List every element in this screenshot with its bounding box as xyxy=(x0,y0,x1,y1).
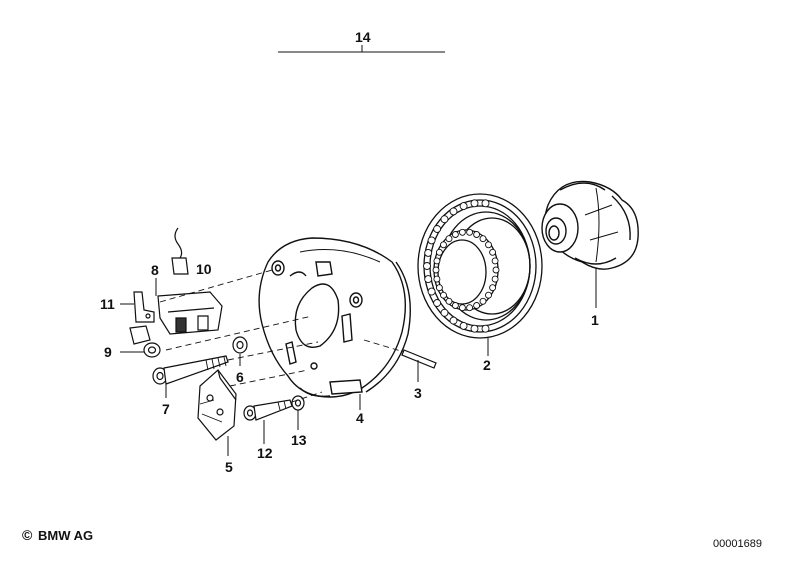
stator-tooth xyxy=(451,231,459,238)
stator-tooth xyxy=(445,235,453,243)
stator-tooth xyxy=(458,304,466,312)
callout-1: 1 xyxy=(591,312,599,328)
copyright-text: BMW AG xyxy=(38,528,94,543)
spring-clip-part-11 xyxy=(133,291,155,323)
stator-tooth xyxy=(485,291,492,299)
brush-holder-part-8 xyxy=(157,291,223,335)
stator-tooth xyxy=(433,257,441,265)
callout-6: 6 xyxy=(236,369,244,385)
callout-11: 11 xyxy=(100,296,115,312)
fan-hub-part-1 xyxy=(541,180,639,270)
stator-outer-tooth xyxy=(440,215,449,224)
stator-tooth xyxy=(458,228,466,236)
stator-outer-tooth xyxy=(427,236,436,245)
stator-tooth xyxy=(489,284,497,292)
copyright-mark: © xyxy=(22,527,33,543)
stator-outer-tooth xyxy=(424,248,433,257)
stator-tooth xyxy=(440,291,447,299)
callout-7: 7 xyxy=(162,401,170,417)
stator-outer-tooth xyxy=(470,199,479,208)
screw-part-12 xyxy=(243,399,293,421)
image-number: 00001689 xyxy=(713,538,762,550)
bushing-part-9 xyxy=(129,325,161,358)
washer-part-13 xyxy=(291,395,305,411)
svg-text:©: © xyxy=(22,527,33,543)
stator-tooth xyxy=(440,241,447,249)
stator-outer-tooth xyxy=(427,287,436,296)
stator-tooth xyxy=(489,248,497,256)
stator-outer-tooth xyxy=(423,262,431,270)
callout-5: 5 xyxy=(225,459,233,475)
stator-part-2 xyxy=(417,193,543,339)
stator-tooth xyxy=(491,257,499,265)
callout-10: 10 xyxy=(196,261,212,277)
stator-tooth xyxy=(473,231,481,238)
callout-8: 8 xyxy=(151,262,159,278)
stator-tooth xyxy=(466,228,474,236)
stator-winding-teeth xyxy=(423,199,500,333)
callout-2: 2 xyxy=(483,357,491,373)
stator-tooth xyxy=(432,266,440,274)
stator-tooth xyxy=(445,297,453,305)
stator-tooth xyxy=(479,235,487,243)
stator-outer-tooth xyxy=(433,299,442,307)
screw-part-7 xyxy=(152,355,229,385)
stator-tooth xyxy=(485,241,492,249)
stator-tooth xyxy=(492,266,500,274)
callout-9: 9 xyxy=(104,344,112,360)
stator-outer-tooth xyxy=(440,308,449,317)
stator-outer-tooth xyxy=(424,275,433,284)
washer-part-6 xyxy=(232,336,248,354)
stator-outer-tooth xyxy=(449,316,458,325)
carbon-brush-part-10 xyxy=(171,227,189,275)
pin-part-3 xyxy=(401,349,437,369)
stator-outer-tooth xyxy=(481,199,490,208)
stator-outer-tooth xyxy=(459,202,468,211)
stator-outer-tooth xyxy=(433,225,442,233)
end-shield-part-4 xyxy=(258,237,411,398)
assembly-dash-lines xyxy=(159,269,405,403)
stator-tooth xyxy=(491,275,499,283)
callout-13: 13 xyxy=(291,432,307,448)
stator-outer-tooth xyxy=(449,207,458,216)
stator-tooth xyxy=(433,275,441,283)
callout-12: 12 xyxy=(257,445,273,461)
callout-3: 3 xyxy=(414,385,422,401)
stator-tooth xyxy=(451,302,459,309)
callout-4: 4 xyxy=(356,410,364,426)
group-bracket-14 xyxy=(278,45,445,53)
stator-tooth xyxy=(466,304,474,312)
stator-tooth xyxy=(479,297,487,305)
stator-tooth xyxy=(473,302,481,309)
stator-outer-tooth xyxy=(481,324,490,333)
stator-outer-tooth xyxy=(470,324,479,333)
stator-outer-tooth xyxy=(459,321,468,330)
stator-tooth xyxy=(435,284,443,292)
stator-tooth xyxy=(435,248,443,256)
diode-plate-part-5 xyxy=(197,369,237,441)
callout-14: 14 xyxy=(355,29,371,45)
